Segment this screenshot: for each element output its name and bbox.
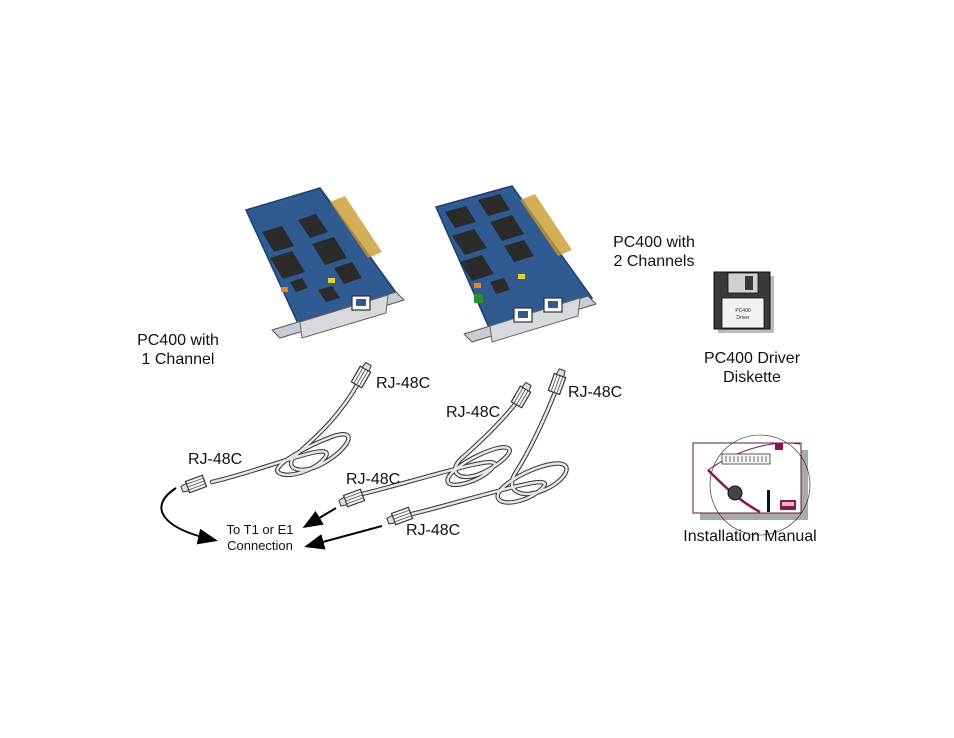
pci-edge-connector bbox=[520, 194, 572, 256]
pci-edge-connector bbox=[330, 196, 382, 258]
rj48c-plug bbox=[510, 380, 535, 409]
cable-1 bbox=[209, 377, 363, 485]
label-line: Connection bbox=[227, 538, 293, 553]
label-line: 1 Channel bbox=[141, 351, 215, 368]
label-line: To T1 or E1 bbox=[226, 522, 294, 537]
floppy-diskette-icon: PC400 Driver bbox=[713, 271, 774, 333]
rj48c-label: RJ-48C bbox=[568, 384, 623, 401]
cable-2 bbox=[359, 395, 523, 497]
label-line: PC400 with bbox=[613, 234, 695, 251]
led-yellow bbox=[518, 274, 525, 279]
arrow-to-connection bbox=[304, 525, 383, 550]
rj48c-label: RJ-48C bbox=[188, 451, 243, 468]
led-yellow bbox=[328, 278, 335, 283]
arrow-to-connection bbox=[160, 487, 218, 545]
rj48c-plug bbox=[337, 488, 366, 510]
driver-diskette-label: PC400 Driver Diskette bbox=[690, 349, 814, 387]
led-orange bbox=[281, 287, 288, 292]
rj48c-plug bbox=[350, 360, 375, 389]
t1-e1-connection-label: To T1 or E1 Connection bbox=[210, 522, 310, 554]
led-green bbox=[474, 294, 483, 303]
pc400-2-channel-label: PC400 with 2 Channels bbox=[604, 233, 704, 271]
rj48c-plug bbox=[179, 474, 208, 496]
pc400-1-channel-card bbox=[244, 187, 405, 339]
rj48c-label: RJ-48C bbox=[346, 471, 401, 488]
arrow-to-connection bbox=[302, 507, 337, 529]
chip-group bbox=[445, 194, 534, 294]
label-line: Diskette bbox=[723, 369, 781, 386]
label-line: 2 Channels bbox=[613, 253, 695, 270]
led-orange bbox=[474, 283, 481, 288]
installation-manual-icon bbox=[692, 434, 811, 536]
chip-group bbox=[262, 214, 362, 302]
label-line: PC400 with bbox=[137, 332, 219, 349]
rj48c-plug bbox=[547, 367, 569, 396]
rj48c-label: RJ-48C bbox=[406, 522, 461, 539]
pc400-2-channel-card bbox=[434, 185, 597, 343]
label-line: PC400 Driver bbox=[703, 350, 801, 367]
pc400-1-channel-label: PC400 with 1 Channel bbox=[128, 331, 228, 369]
diskette-label-line1: PC400 bbox=[735, 308, 751, 314]
installation-manual-label: Installation Manual bbox=[683, 528, 817, 545]
rj48c-label: RJ-48C bbox=[376, 375, 431, 392]
diskette-label-line2: Driver bbox=[736, 315, 750, 321]
cable-3 bbox=[409, 387, 569, 517]
rj48c-label: RJ-48C bbox=[446, 404, 501, 421]
